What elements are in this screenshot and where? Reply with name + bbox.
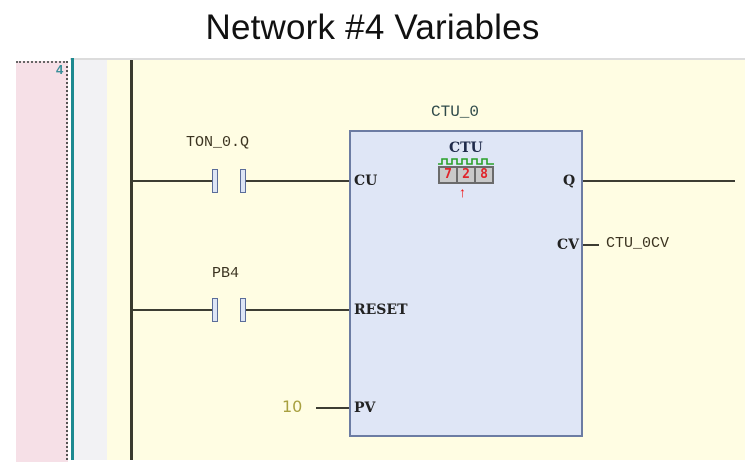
no-contact-icon[interactable] [212,169,218,193]
gutter-selection-border [66,61,68,460]
page-title: Network #4 Variables [205,8,540,47]
left-power-rail [130,60,133,460]
rung2-wire-right [246,309,349,311]
no-contact-icon[interactable] [240,169,246,193]
cv-output-wire [583,244,599,246]
network-top-border [70,58,745,60]
pin-pv: PV [354,400,376,416]
q-output-wire [583,180,735,182]
contact-tag-pb4[interactable]: PB4 [212,265,240,282]
pin-cu: CU [354,173,378,189]
block-type-label: CTU [449,140,483,156]
pv-constant[interactable]: 10 [282,397,303,416]
rung1-wire-left [133,180,213,182]
rung2-wire-left [133,309,213,311]
no-contact-icon[interactable] [212,298,218,322]
counter-display: 7 2 8 [438,166,494,184]
counter-digit: 8 [476,168,492,182]
counter-digit: 7 [440,168,456,182]
contact-tag-ton0q[interactable]: TON_0.Q [186,134,250,151]
count-up-arrow-icon: ↑ [459,186,466,201]
network-marker-bar [71,58,74,460]
rung1-wire-right [246,180,349,182]
cv-output-variable[interactable]: CTU_0CV [606,235,670,252]
counter-digit: 2 [458,168,474,182]
block-instance-name[interactable]: CTU_0 [431,103,480,121]
pv-wire [316,407,349,409]
pulse-wave-icon [438,158,494,165]
no-contact-icon[interactable] [240,298,246,322]
pin-cv: CV [557,237,580,253]
network-gutter[interactable] [16,61,68,462]
pin-q: Q [563,173,576,189]
pin-reset: RESET [354,302,408,318]
margin-strip [74,60,107,460]
network-number: 4 [56,62,64,77]
